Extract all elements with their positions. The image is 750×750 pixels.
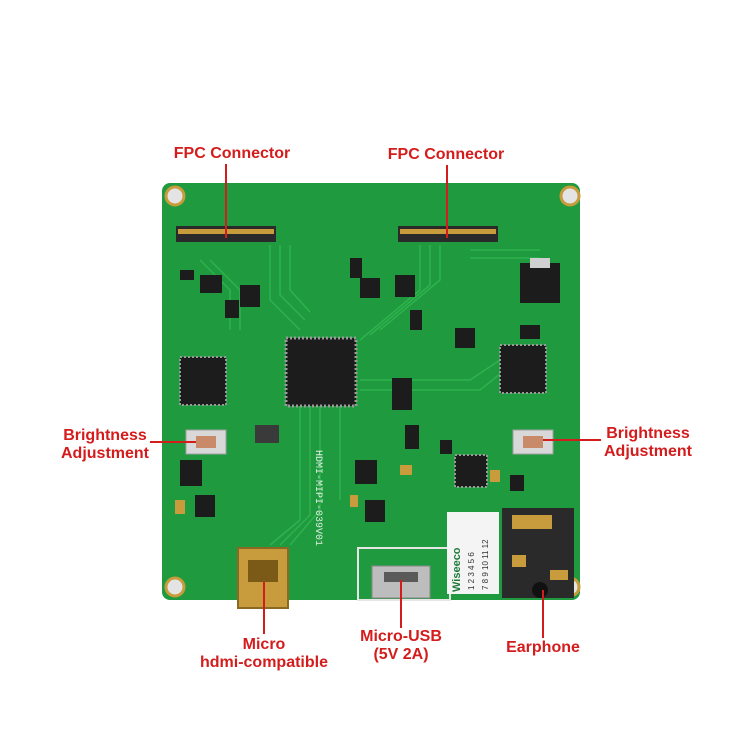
brightness-label-left: Brightness Adjustment (58, 427, 152, 463)
brand-sticker (447, 512, 499, 594)
ic-chip-right (499, 344, 547, 394)
main-ic-chip (284, 336, 358, 408)
pcb-board (162, 183, 580, 600)
sticker-numbers: 7 8 9 10 11 12 (481, 539, 490, 590)
mounting-hole (559, 185, 581, 207)
ic-chip-small (454, 454, 488, 488)
earphone-label: Earphone (506, 639, 580, 656)
fpc-leader-right (446, 165, 448, 238)
ic-chip-left (179, 356, 227, 406)
brightness-right-line2: Adjustment (604, 443, 692, 460)
sticker-numbers: 1 2 3 4 5 6 (467, 552, 476, 590)
usb-line2: (5V 2A) (373, 646, 429, 663)
brightness-label-right: Brightness Adjustment (598, 425, 698, 461)
mounting-hole (164, 185, 186, 207)
silkscreen-model: HDMI-MIPI-039V01 (312, 450, 323, 546)
ic-chip-small (392, 378, 412, 410)
voltage-regulator (520, 263, 560, 303)
brightness-button-right (512, 429, 554, 455)
mounting-hole (164, 576, 186, 598)
brand-sticker-text: Wiseeco (451, 547, 463, 592)
smd-components (180, 258, 540, 522)
usb-line1: Micro-USB (360, 628, 442, 645)
fpc-leader-left (225, 164, 227, 238)
usb-label: Micro-USB (5V 2A) (346, 628, 456, 664)
usb-leader (400, 580, 402, 628)
brightness-right-line1: Brightness (606, 425, 690, 442)
brightness-left-line1: Brightness (63, 427, 147, 444)
hdmi-line2: hdmi-compatible (199, 654, 328, 671)
fpc-connector-label-left: FPC Connector (173, 145, 291, 162)
hdmi-leader (263, 582, 265, 634)
hdmi-line1: Micro (242, 636, 286, 653)
hdmi-label: Micro hdmi-compatible (188, 636, 340, 672)
fpc-connector-label-right: FPC Connector (387, 146, 505, 163)
brightness-leader-right (543, 439, 601, 441)
earphone-leader (542, 590, 544, 638)
brightness-leader-left (150, 441, 196, 443)
brightness-left-line2: Adjustment (61, 445, 149, 462)
